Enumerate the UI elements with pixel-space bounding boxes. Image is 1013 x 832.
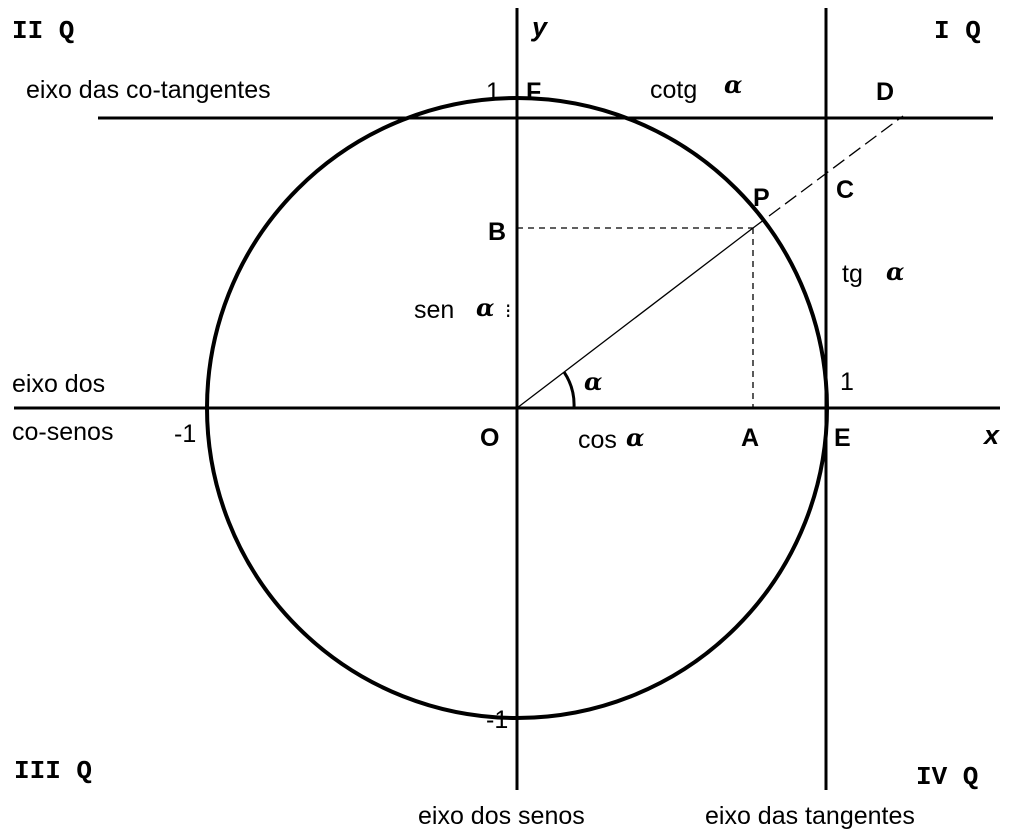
quadrant-3-label: III Q — [14, 756, 92, 786]
y-tick-pos-1: 1 — [486, 78, 500, 106]
quadrant-2-label: II Q — [12, 16, 74, 46]
sine-tick-mark: ⁝ — [505, 301, 511, 323]
point-P-label: P — [753, 184, 770, 212]
angle-alpha-label: α — [584, 367, 602, 396]
ray-extension-pd — [752, 115, 904, 229]
y-axis-label: y — [530, 12, 549, 42]
cotangent-axis-label: eixo das co-tangentes — [26, 76, 271, 104]
point-A-label: A — [741, 424, 759, 452]
sine-axis-label: eixo dos senos — [418, 802, 585, 830]
point-F-label: F — [526, 78, 541, 106]
sine-alpha-symbol: α — [476, 293, 494, 322]
quadrant-4-label: IV Q — [916, 762, 978, 792]
point-B-label: B — [488, 218, 506, 246]
y-tick-neg-1: -1 — [486, 706, 508, 734]
tangent-axis-label: eixo das tangentes — [705, 802, 915, 830]
point-C-label: C — [836, 176, 854, 204]
cosine-axis-label-line2: co-senos — [12, 418, 113, 446]
point-D-label: D — [876, 78, 894, 106]
ray-op — [516, 227, 754, 409]
sine-segment-label: sen — [414, 296, 454, 324]
tangent-alpha-symbol: α — [886, 257, 904, 286]
cotangent-segment-label: cotg — [650, 76, 697, 104]
x-tick-neg-1: -1 — [174, 420, 196, 448]
x-tick-pos-1: 1 — [840, 368, 854, 396]
unit-circle — [205, 96, 829, 720]
tangent-segment-label: tg — [842, 260, 863, 288]
x-axis-label: x — [982, 420, 1000, 450]
angle-alpha-arc — [562, 371, 576, 409]
point-E-label: E — [834, 424, 851, 452]
cotangent-alpha-symbol: α — [724, 70, 742, 99]
quadrant-1-label: I Q — [934, 16, 981, 46]
cosine-axis-label-line1: eixo dos — [12, 370, 105, 398]
cosine-alpha-symbol: α — [626, 423, 644, 452]
cosine-segment-label: cos — [578, 426, 617, 454]
point-O-label: O — [480, 424, 499, 452]
